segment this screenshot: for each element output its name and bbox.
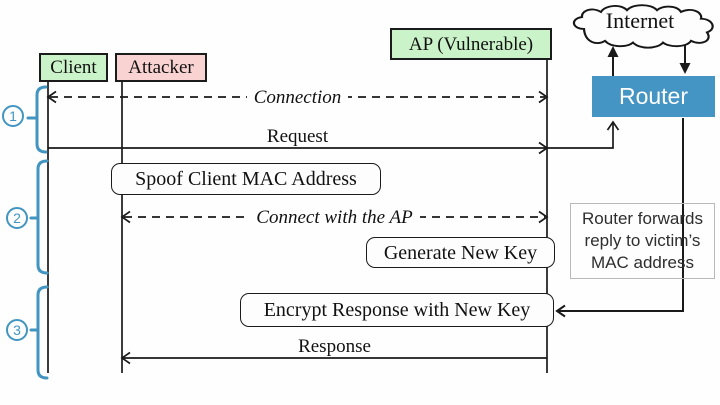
router-note-line3: MAC address	[591, 253, 694, 272]
connect-label-row: Connect with the AP	[122, 206, 547, 228]
response-arrow	[120, 351, 547, 365]
generate-key-label: Generate New Key	[383, 241, 538, 264]
connection-label: Connection	[246, 87, 349, 107]
response-label: Response	[298, 335, 371, 357]
router-label: Router	[618, 83, 689, 109]
actor-attacker-label: Attacker	[128, 57, 194, 78]
generate-key-action-box: Generate New Key	[366, 237, 555, 268]
encrypt-action-box: Encrypt Response with New Key	[240, 293, 554, 327]
request-label: Request	[266, 125, 329, 147]
internet-cloud	[572, 4, 714, 49]
connect-label: Connect with the AP	[249, 207, 420, 227]
router-forward-arrow	[555, 118, 684, 318]
response-label-row: Response	[122, 335, 547, 357]
connection-arrow	[46, 90, 549, 104]
router-note: Router forwards reply to victim’s MAC ad…	[570, 203, 715, 279]
step2-bracket	[29, 159, 49, 275]
router-node: Router	[592, 76, 715, 117]
actor-client-label: Client	[50, 57, 97, 78]
step-3-badge: 3	[6, 319, 28, 341]
spoof-action-label: Spoof Client MAC Address	[135, 168, 357, 190]
step3-bracket	[29, 285, 49, 380]
request-arrow	[48, 120, 620, 155]
encrypt-action-label: Encrypt Response with New Key	[263, 299, 531, 321]
actor-box-client: Client	[39, 53, 108, 82]
internet-label: Internet	[605, 8, 675, 33]
step-1-badge: 1	[2, 105, 24, 127]
internet-router-downlink-arrow	[679, 44, 691, 74]
router-internet-uplink-arrow	[607, 46, 619, 77]
spoof-action-box: Spoof Client MAC Address	[111, 163, 381, 195]
step1-bracket	[26, 85, 48, 154]
step-2-badge: 2	[6, 207, 28, 229]
router-note-line2: reply to victim’s	[584, 231, 701, 250]
router-note-line1: Router forwards	[582, 209, 703, 228]
actor-box-attacker: Attacker	[115, 53, 207, 82]
request-label-row: Request	[48, 125, 547, 147]
actor-ap-label: AP (Vulnerable)	[408, 33, 534, 55]
connection-label-row: Connection	[48, 86, 547, 108]
actor-box-ap: AP (Vulnerable)	[390, 28, 552, 60]
